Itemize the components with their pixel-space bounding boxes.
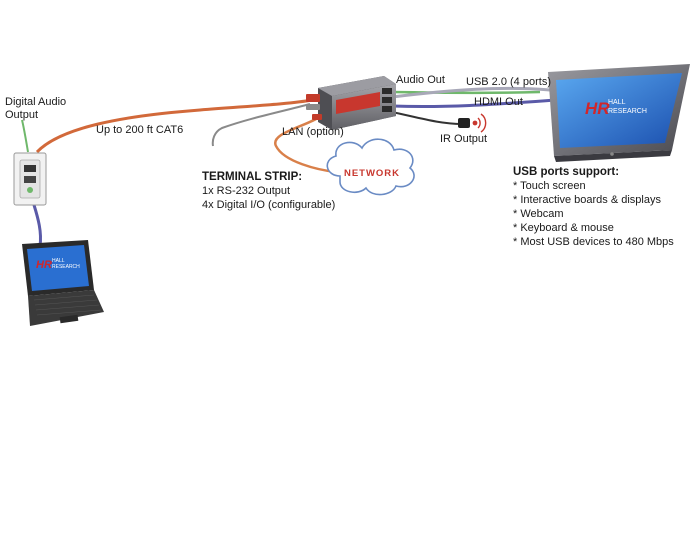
usb-support-item: * Webcam	[513, 208, 564, 220]
usb-support-heading: USB ports support:	[513, 166, 620, 178]
display-monitor	[548, 64, 690, 162]
ir-cable	[391, 111, 463, 125]
network-cloud	[326, 138, 415, 196]
usb-label: USB 2.0 (4 ports)	[466, 76, 551, 88]
usb-support-list: USB ports support: * Touch screen * Inte…	[513, 165, 674, 249]
laptop	[22, 240, 104, 326]
receiver-unit	[306, 76, 396, 130]
cat6-cable	[35, 98, 313, 154]
svg-text:RESEARCH: RESEARCH	[52, 264, 80, 270]
laptop-logo: HR HALL RESEARCH	[36, 258, 80, 271]
lan-option-label: LAN (option)	[282, 126, 344, 138]
terminal-strip-line: 4x Digital I/O (configurable)	[202, 199, 336, 211]
audio-out-cable	[391, 90, 541, 95]
terminal-strip-cable	[211, 103, 311, 147]
wall-plate-transmitter	[13, 152, 47, 206]
hdmi-out-cable	[391, 98, 557, 109]
terminal-strip-info: TERMINAL STRIP: 1x RS-232 Output 4x Digi…	[202, 170, 335, 212]
network-label: NETWORK	[344, 168, 400, 179]
laptop-hdmi-cable	[32, 204, 42, 247]
usb-support-item: * Most USB devices to 480 Mbps	[513, 236, 674, 248]
usb-support-item: * Touch screen	[513, 180, 586, 192]
digital-audio-cable	[21, 119, 29, 153]
monitor-logo: HR HALL RESEARCH	[585, 99, 647, 118]
usb-support-item: * Interactive boards & displays	[513, 194, 661, 206]
terminal-strip-heading: TERMINAL STRIP:	[202, 171, 303, 183]
hdmi-out-label: HDMI Out	[474, 96, 523, 108]
usb-cable	[391, 86, 551, 99]
audio-out-label: Audio Out	[396, 74, 445, 86]
ir-emitter-icon	[458, 113, 487, 133]
terminal-strip-line: 1x RS-232 Output	[202, 185, 291, 197]
lan-cable	[274, 116, 337, 174]
digital-audio-output-label: Digital Audio Output	[5, 96, 67, 121]
svg-text:HALL: HALL	[52, 258, 65, 264]
ir-output-label: IR Output	[440, 133, 488, 145]
svg-text:HALL: HALL	[608, 99, 626, 106]
svg-text:RESEARCH: RESEARCH	[608, 108, 647, 115]
usb-support-item: * Keyboard & mouse	[513, 222, 614, 234]
cat6-distance-label: Up to 200 ft CAT6	[96, 124, 184, 136]
svg-text:HR: HR	[36, 259, 52, 271]
svg-text:HR: HR	[585, 99, 610, 118]
